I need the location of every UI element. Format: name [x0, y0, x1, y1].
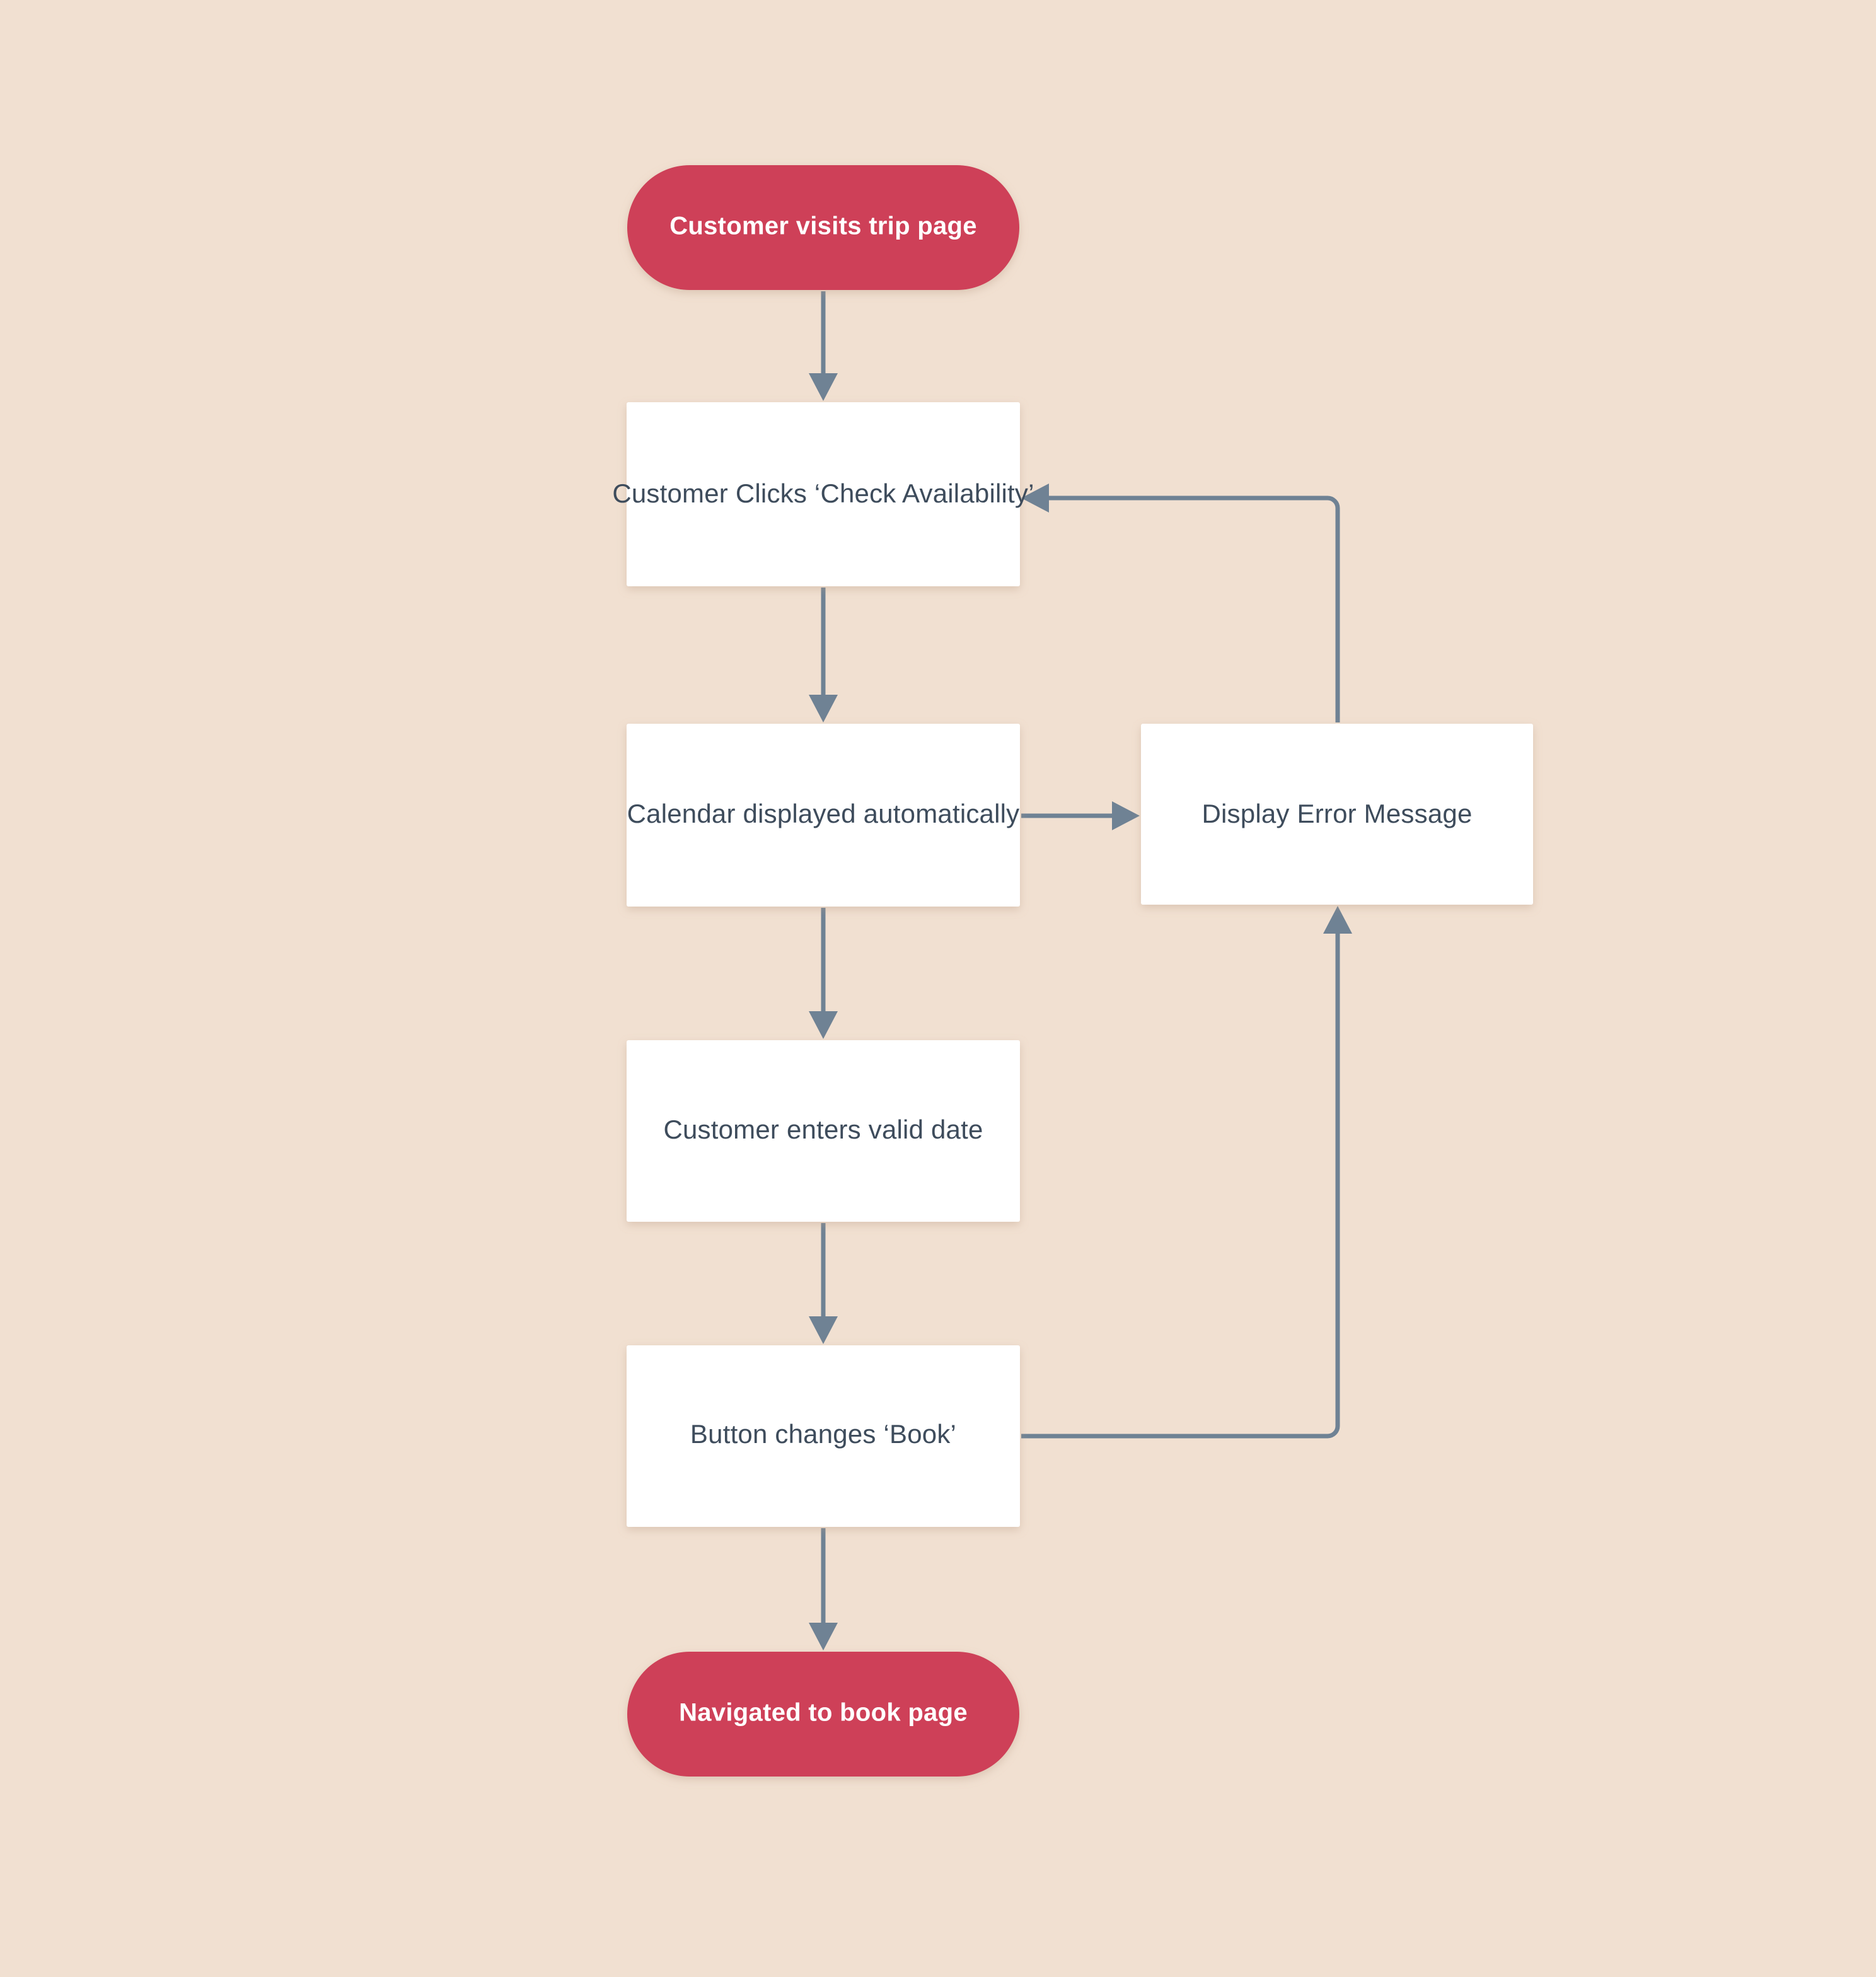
node-start[interactable]: Customer visits trip page — [627, 165, 1019, 290]
node-end-label: Navigated to book page — [679, 1699, 968, 1727]
node-error[interactable]: Display Error Message — [1141, 724, 1533, 905]
node-check-availability-shape[interactable] — [627, 402, 1020, 586]
node-button-book[interactable]: Button changes ‘Book’ — [627, 1345, 1020, 1527]
node-valid-date[interactable]: Customer enters valid date — [627, 1040, 1020, 1222]
node-check-availability[interactable]: Customer Clicks ‘Check Availability’ — [612, 402, 1034, 586]
node-calendar-shape[interactable] — [627, 724, 1020, 907]
node-valid-date-label: Customer enters valid date — [663, 1115, 983, 1144]
node-start-shape[interactable] — [627, 165, 1019, 290]
node-end[interactable]: Navigated to book page — [627, 1652, 1019, 1777]
edge-calendar-to-validdate — [809, 908, 838, 1039]
node-button-book-label: Button changes ‘Book’ — [690, 1419, 956, 1449]
node-button-book-shape[interactable] — [627, 1345, 1020, 1527]
node-calendar[interactable]: Calendar displayed automatically — [627, 724, 1020, 907]
edge-button-to-error — [1021, 906, 1352, 1439]
edge-error-to-check — [1021, 484, 1340, 722]
edge-layer — [809, 291, 1352, 1650]
node-start-label: Customer visits trip page — [669, 212, 977, 240]
node-error-label: Display Error Message — [1202, 799, 1473, 828]
edge-check-to-calendar — [809, 588, 838, 722]
edge-button-to-end — [809, 1528, 838, 1650]
node-error-shape[interactable] — [1141, 724, 1533, 905]
edge-start-to-check — [809, 291, 838, 401]
edge-validdate-to-button — [809, 1223, 838, 1344]
node-end-shape[interactable] — [627, 1652, 1019, 1777]
edge-calendar-to-error — [1021, 801, 1140, 830]
node-valid-date-shape[interactable] — [627, 1040, 1020, 1222]
node-check-availability-label: Customer Clicks ‘Check Availability’ — [612, 478, 1034, 508]
node-calendar-label: Calendar displayed automatically — [627, 799, 1020, 828]
